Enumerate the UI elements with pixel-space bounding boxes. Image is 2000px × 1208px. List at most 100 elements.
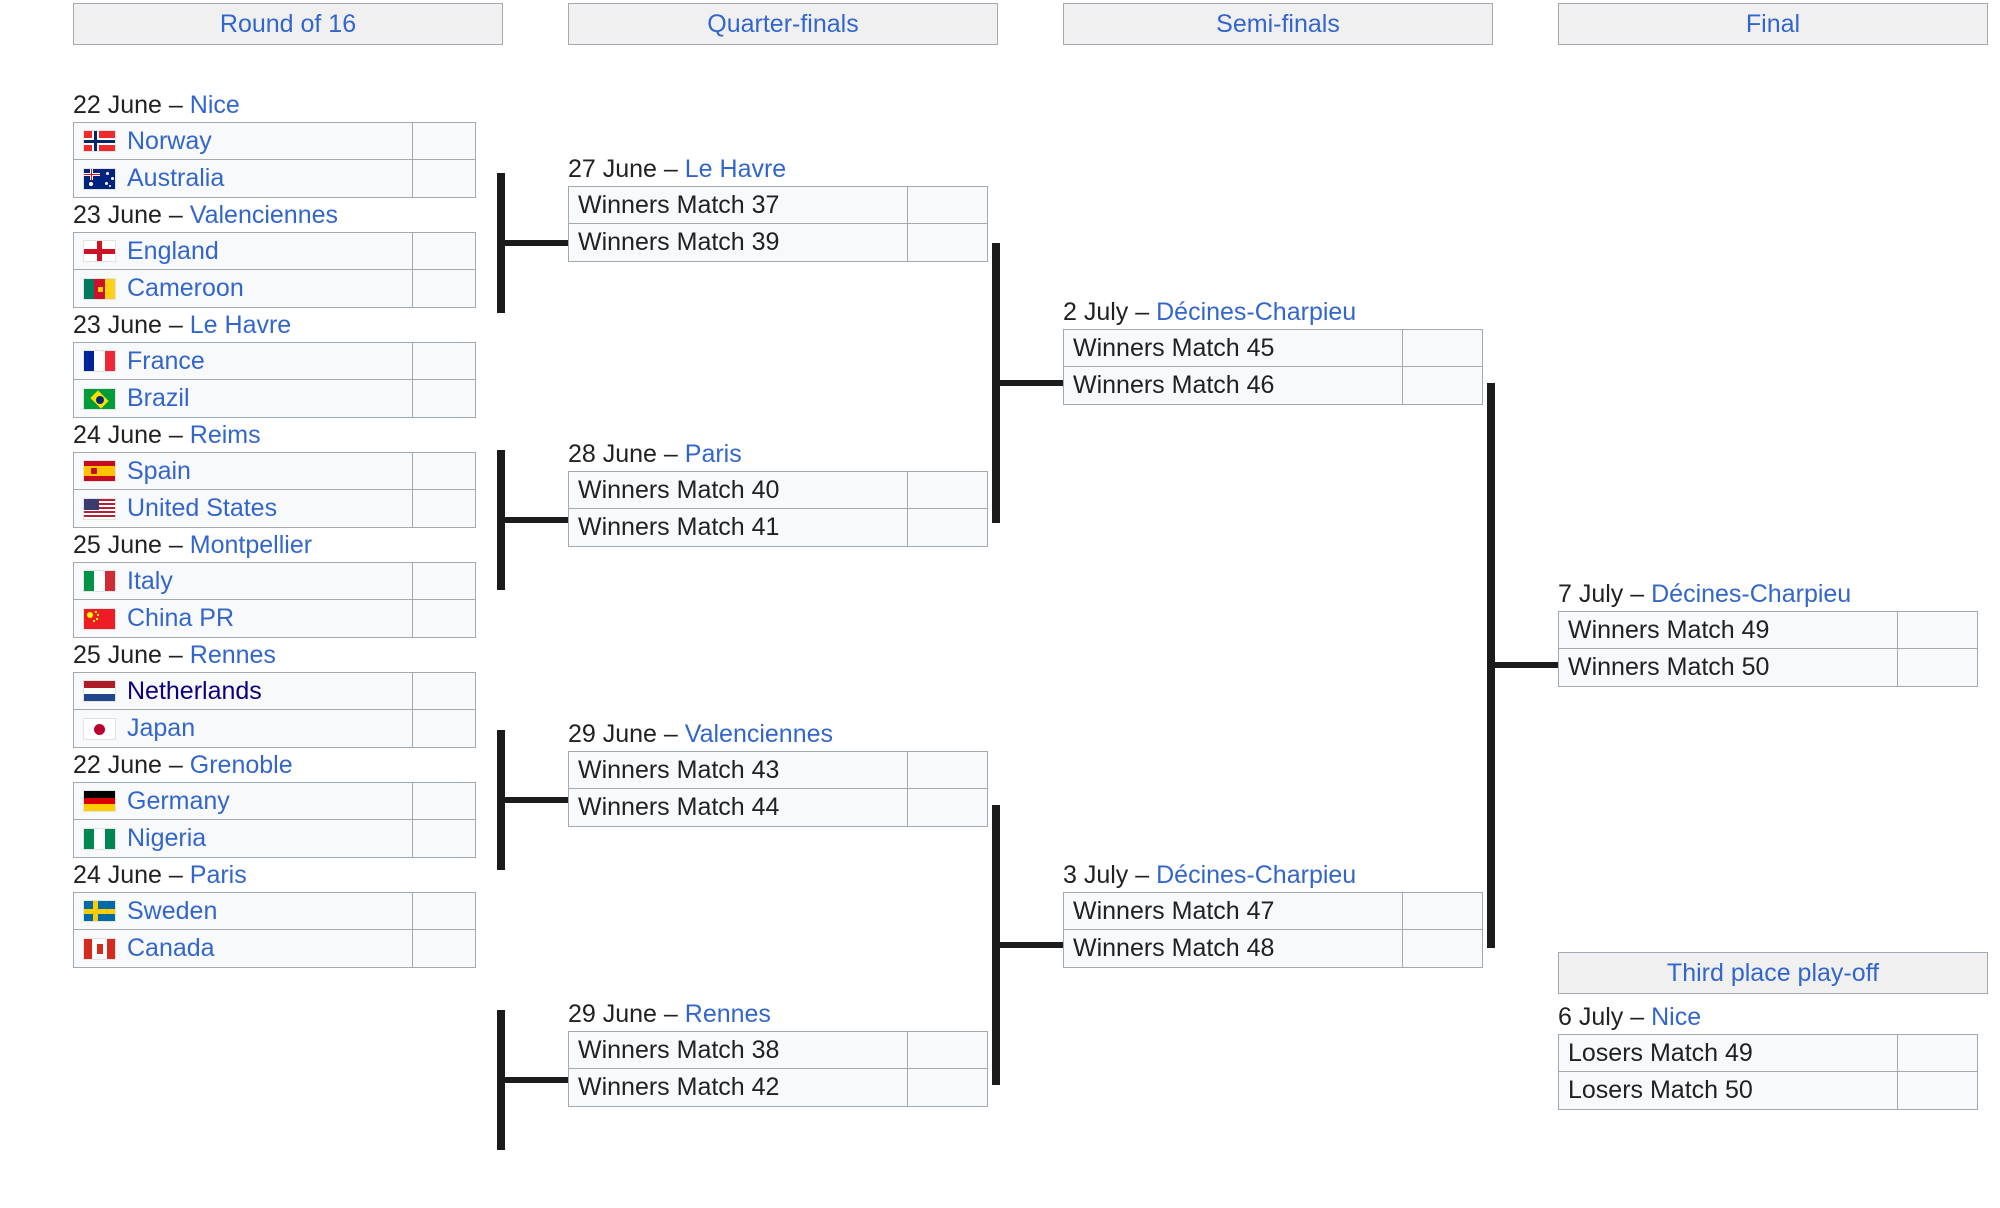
team-name[interactable]: United States — [127, 494, 278, 522]
team-cell[interactable]: Winners Match 39 — [568, 224, 908, 262]
team-cell[interactable]: Winners Match 40 — [568, 471, 908, 509]
score-cell[interactable] — [413, 820, 476, 858]
score-cell[interactable] — [413, 160, 476, 198]
team-name[interactable]: Nigeria — [127, 824, 207, 852]
match-venue[interactable]: Le Havre — [684, 155, 787, 183]
team-cell[interactable]: Winners Match 41 — [568, 509, 908, 547]
round-header-round-of-16[interactable]: Round of 16 — [73, 3, 503, 45]
table-row[interactable]: Losers Match 50 — [1558, 1072, 1978, 1110]
match-venue[interactable]: Grenoble — [189, 751, 293, 779]
score-cell[interactable] — [413, 892, 476, 930]
match-venue[interactable]: Rennes — [189, 641, 276, 669]
team-cell[interactable]: Spain — [73, 452, 413, 490]
score-cell[interactable] — [908, 1069, 988, 1107]
score-cell[interactable] — [413, 562, 476, 600]
score-cell[interactable] — [1403, 367, 1483, 405]
table-row[interactable]: Winners Match 45 — [1063, 329, 1483, 367]
team-name[interactable]: Japan — [127, 714, 196, 742]
score-cell[interactable] — [1898, 1034, 1978, 1072]
team-name[interactable]: China PR — [127, 604, 234, 632]
table-row[interactable]: Winners Match 46 — [1063, 367, 1483, 405]
team-cell[interactable]: Norway — [73, 122, 413, 160]
score-cell[interactable] — [1403, 892, 1483, 930]
table-row[interactable]: Norway — [73, 122, 476, 160]
team-cell[interactable]: Winners Match 38 — [568, 1031, 908, 1069]
score-cell[interactable] — [1403, 930, 1483, 968]
score-cell[interactable] — [1403, 329, 1483, 367]
team-cell[interactable]: Brazil — [73, 380, 413, 418]
team-name[interactable]: Brazil — [127, 384, 190, 412]
team-cell[interactable]: Netherlands — [73, 672, 413, 710]
table-row[interactable]: Winners Match 39 — [568, 224, 988, 262]
table-row[interactable]: Nigeria — [73, 820, 476, 858]
team-cell[interactable]: Losers Match 49 — [1558, 1034, 1898, 1072]
score-cell[interactable] — [413, 270, 476, 308]
team-name[interactable]: Australia — [127, 164, 225, 192]
table-row[interactable]: Sweden — [73, 892, 476, 930]
match-venue[interactable]: Nice — [1651, 1003, 1702, 1031]
table-row[interactable]: Winners Match 37 — [568, 186, 988, 224]
team-cell[interactable]: Cameroon — [73, 270, 413, 308]
team-cell[interactable]: Winners Match 50 — [1558, 649, 1898, 687]
table-row[interactable]: Winners Match 47 — [1063, 892, 1483, 930]
match-venue[interactable]: Valenciennes — [189, 201, 339, 229]
team-cell[interactable]: Winners Match 42 — [568, 1069, 908, 1107]
team-name[interactable]: Italy — [127, 566, 173, 595]
round-header-quarter-finals[interactable]: Quarter-finals — [568, 3, 998, 45]
team-cell[interactable]: United States — [73, 490, 413, 528]
table-row[interactable]: Losers Match 49 — [1558, 1034, 1978, 1072]
match-venue[interactable]: Montpellier — [189, 531, 313, 559]
team-cell[interactable]: Italy — [73, 562, 413, 600]
score-cell[interactable] — [413, 452, 476, 490]
team-cell[interactable]: Winners Match 46 — [1063, 367, 1403, 405]
table-row[interactable]: France — [73, 342, 476, 380]
score-cell[interactable] — [908, 224, 988, 262]
table-row[interactable]: Brazil — [73, 380, 476, 418]
score-cell[interactable] — [413, 490, 476, 528]
score-cell[interactable] — [908, 751, 988, 789]
score-cell[interactable] — [908, 471, 988, 509]
score-cell[interactable] — [413, 122, 476, 160]
match-venue[interactable]: Le Havre — [189, 311, 292, 339]
score-cell[interactable] — [413, 782, 476, 820]
team-cell[interactable]: Winners Match 45 — [1063, 329, 1403, 367]
team-name[interactable]: England — [127, 236, 219, 265]
match-venue[interactable]: Nice — [189, 91, 240, 119]
team-name[interactable]: Spain — [127, 456, 191, 485]
team-cell[interactable]: Germany — [73, 782, 413, 820]
score-cell[interactable] — [413, 232, 476, 270]
table-row[interactable]: Netherlands — [73, 672, 476, 710]
match-venue[interactable]: Paris — [189, 861, 247, 889]
team-cell[interactable]: France — [73, 342, 413, 380]
team-cell[interactable]: Losers Match 50 — [1558, 1072, 1898, 1110]
table-row[interactable]: Italy — [73, 562, 476, 600]
score-cell[interactable] — [908, 186, 988, 224]
score-cell[interactable] — [413, 672, 476, 710]
score-cell[interactable] — [413, 380, 476, 418]
match-venue[interactable]: Valenciennes — [684, 720, 834, 748]
table-row[interactable]: Winners Match 44 — [568, 789, 988, 827]
table-row[interactable]: Winners Match 40 — [568, 471, 988, 509]
team-cell[interactable]: Winners Match 43 — [568, 751, 908, 789]
table-row[interactable]: Australia — [73, 160, 476, 198]
score-cell[interactable] — [908, 509, 988, 547]
table-row[interactable]: Winners Match 42 — [568, 1069, 988, 1107]
score-cell[interactable] — [413, 600, 476, 638]
round-header-final[interactable]: Final — [1558, 3, 1988, 45]
match-venue[interactable]: Paris — [684, 440, 742, 468]
table-row[interactable]: Canada — [73, 930, 476, 968]
team-name[interactable]: France — [127, 346, 205, 375]
team-cell[interactable]: Japan — [73, 710, 413, 748]
score-cell[interactable] — [1898, 1072, 1978, 1110]
table-row[interactable]: United States — [73, 490, 476, 528]
table-row[interactable]: China PR — [73, 600, 476, 638]
team-name[interactable]: Cameroon — [127, 274, 244, 302]
score-cell[interactable] — [413, 710, 476, 748]
match-venue[interactable]: Décines-Charpieu — [1156, 861, 1357, 889]
round-header-third-place[interactable]: Third place play-off — [1558, 952, 1988, 994]
team-cell[interactable]: China PR — [73, 600, 413, 638]
table-row[interactable]: Spain — [73, 452, 476, 490]
team-cell[interactable]: Winners Match 47 — [1063, 892, 1403, 930]
match-venue[interactable]: Décines-Charpieu — [1651, 580, 1852, 608]
match-venue[interactable]: Rennes — [684, 1000, 771, 1028]
